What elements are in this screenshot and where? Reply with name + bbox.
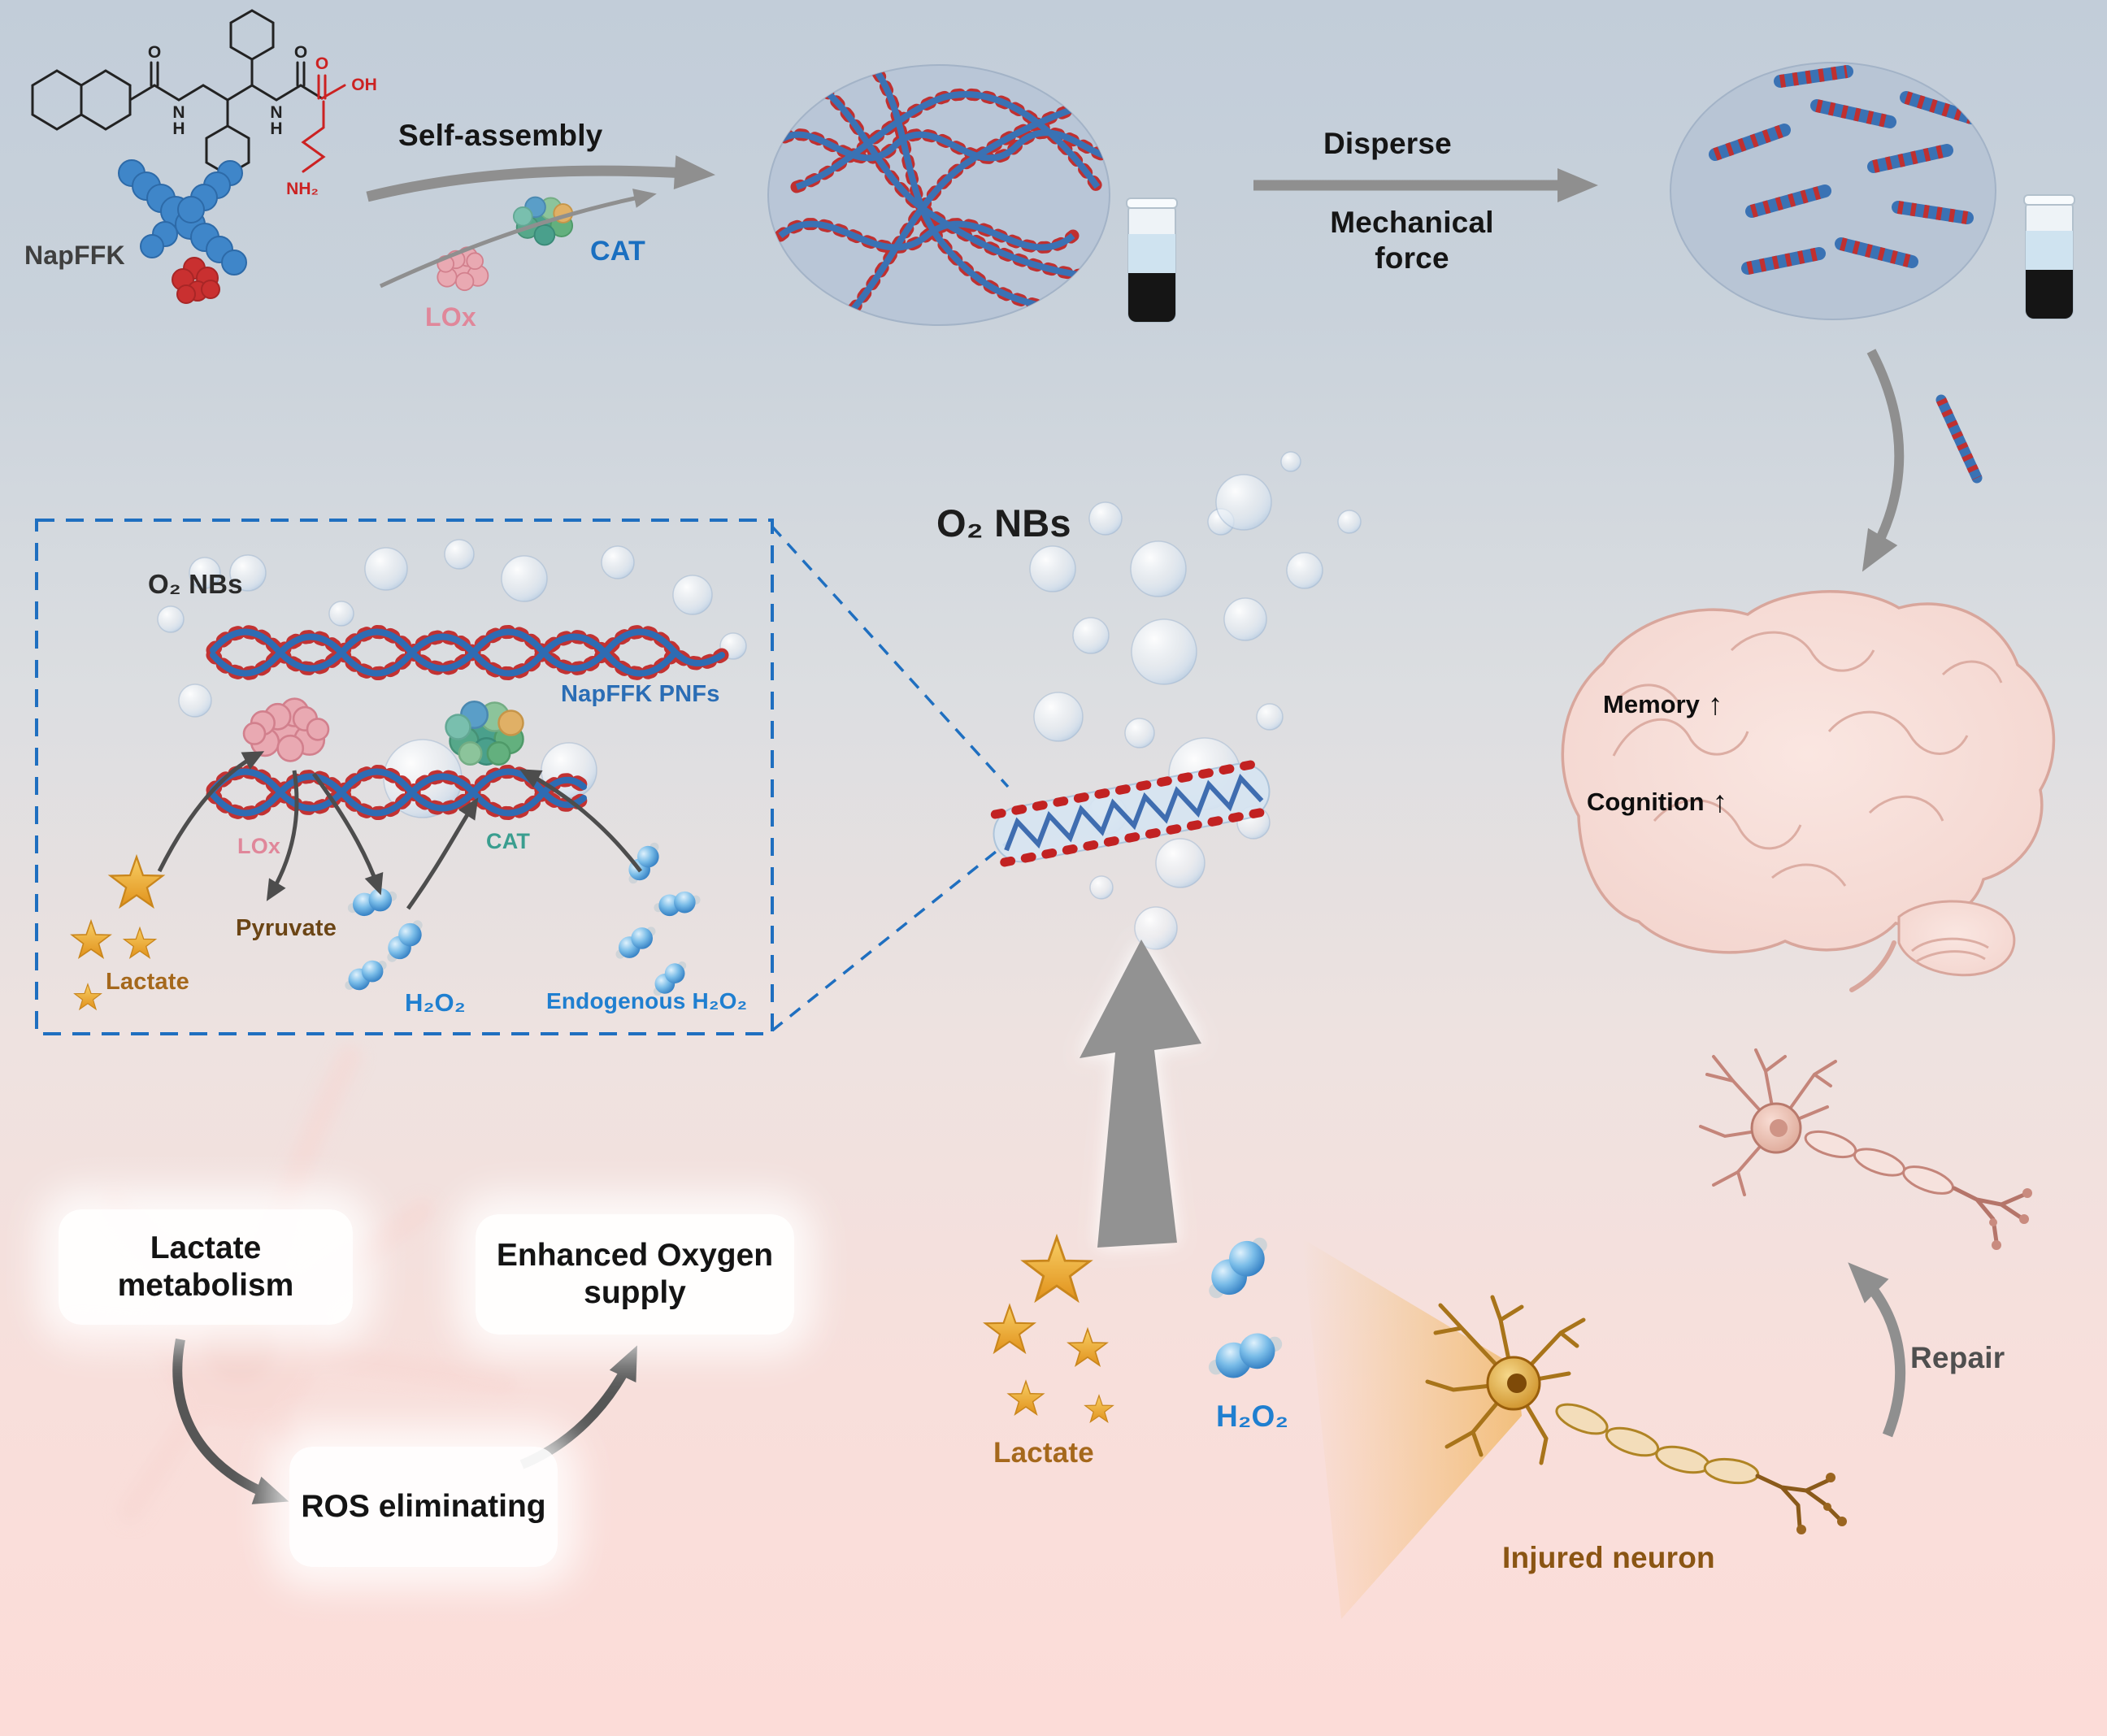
enzyme-join-arrow: [379, 189, 657, 289]
injured-neuron-illustration: [1425, 1295, 1847, 1534]
center-lactate-label: Lactate: [993, 1437, 1094, 1469]
inset-fiber-row-1: [206, 625, 729, 680]
svg-text:NH₂: NH₂: [286, 180, 319, 198]
fiber-network-ellipse: [767, 64, 1110, 326]
self-assembly-label: Self-assembly: [398, 119, 603, 152]
vial-icon-1: [1126, 197, 1178, 323]
inset-reaction-arrows: [157, 751, 642, 910]
center-h2o2-label: H₂O₂: [1216, 1400, 1289, 1433]
inset-lactate-label: Lactate: [106, 969, 189, 995]
svg-text:H: H: [270, 119, 282, 138]
cat-enzyme-icon-inset: [445, 701, 524, 766]
brain-illustration: [1561, 590, 2056, 992]
self-assembly-arrow: [366, 155, 715, 202]
center-h2o2-molecules: [1201, 1236, 1284, 1390]
svg-text:N: N: [270, 103, 282, 122]
cognition-row: Cognition ↑: [1587, 785, 1727, 819]
mechanical-force-label: Mechanical force: [1330, 206, 1494, 276]
lox-enzyme-icon-inset: [242, 697, 330, 762]
zoom-connector-lines: [771, 525, 1010, 1032]
svg-text:N: N: [172, 103, 185, 122]
napffk-label: NapFFK: [24, 241, 125, 270]
glow-up-arrow: [1080, 940, 1201, 1248]
svg-text:H: H: [172, 119, 185, 138]
center-lactate-stars: [984, 1235, 1114, 1423]
inset-o2nbs-label: O₂ NBs: [148, 569, 243, 599]
ros-eliminating-box: ROS eliminating: [289, 1447, 558, 1567]
memory-up-arrow-icon: ↑: [1707, 688, 1723, 721]
svg-text:O: O: [315, 54, 328, 73]
falling-fiber-icon: [1935, 394, 1983, 484]
cognition-label: Cognition: [1587, 788, 1705, 816]
endogenous-h2o2-label: Endogenous H₂O₂: [546, 988, 748, 1013]
inset-h2o2-label: H₂O₂: [405, 988, 466, 1017]
inset-bubbles: [157, 539, 747, 818]
pyruvate-label: Pyruvate: [236, 915, 337, 941]
cognition-up-arrow-icon: ↑: [1712, 785, 1728, 818]
injured-neuron-label: Injured neuron: [1502, 1541, 1715, 1574]
napffk-molecular-model: [118, 159, 247, 304]
enhanced-oxygen-box: Enhanced Oxygen supply: [476, 1214, 794, 1335]
vial-icon-2: [2023, 194, 2075, 319]
arrow-to-brain: [1862, 349, 1905, 572]
center-o2nbs-label: O₂ NBs: [936, 501, 1071, 545]
memory-label: Memory: [1603, 690, 1700, 718]
dispersed-fiber-ellipse: [1670, 62, 1996, 320]
healthy-neuron-illustration: [1699, 1048, 2032, 1250]
endogenous-h2o2-molecules: [615, 841, 702, 996]
lactate-metabolism-box: Lactate metabolism: [59, 1209, 353, 1325]
memory-row: Memory ↑: [1603, 688, 1723, 722]
cat-label-top: CAT: [590, 236, 645, 267]
inset-cat-label: CAT: [486, 829, 531, 853]
inset-lox-label: LOx: [237, 834, 281, 858]
lox-label-top: LOx: [425, 302, 476, 332]
repair-label: Repair: [1910, 1341, 2005, 1374]
single-fiber-icon: [990, 758, 1273, 867]
svg-text:O: O: [148, 43, 161, 62]
napffk-pnfs-label: NapFFK PNFs: [561, 681, 720, 707]
disperse-label: Disperse: [1323, 127, 1452, 160]
spotlight-cone: [1302, 1239, 1522, 1619]
repair-arrow: [1848, 1262, 1906, 1438]
center-bubbles: [1029, 451, 1362, 950]
lox-enzyme-icon-top: [437, 246, 489, 292]
dashed-zoom-box: [35, 519, 774, 1035]
svg-text:OH: OH: [351, 76, 377, 94]
svg-text:O: O: [294, 43, 307, 62]
